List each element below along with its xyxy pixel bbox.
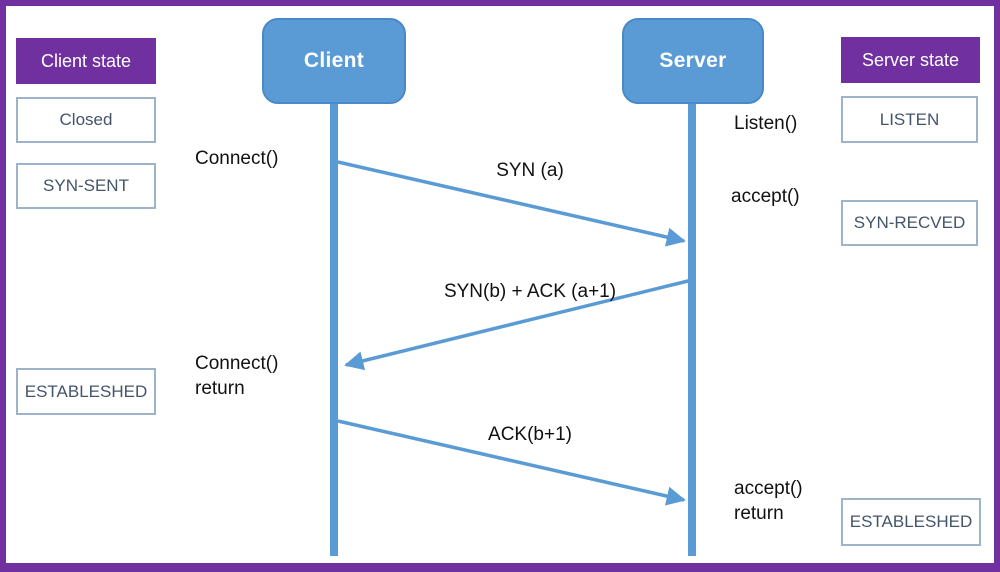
server-state-header: Server state (841, 37, 980, 83)
client-state-header-label: Client state (40, 50, 132, 71)
syn-message-text: SYN (a) (496, 160, 564, 181)
client-state-established-label: ESTABLESHED (24, 381, 148, 401)
server-state-listen-label: LISTEN (879, 109, 940, 129)
listen-call-text: Listen() (734, 113, 798, 134)
accept-call-text: accept() (731, 186, 800, 207)
ack-message-text: ACK(b+1) (488, 424, 572, 445)
syn-ack-message-text: SYN(b) + ACK (a+1) (443, 281, 617, 302)
client-state-established: ESTABLESHED (16, 368, 156, 415)
server-state-established: ESTABLESHED (841, 498, 981, 546)
accept-return-line1: accept() (734, 478, 803, 499)
server-actor-label: Server (659, 49, 727, 72)
server-state-syn-recved: SYN-RECVED (841, 200, 978, 246)
client-state-closed: Closed (16, 97, 156, 143)
syn-ack-arrow (344, 278, 693, 371)
accept-return-label: accept() return (734, 476, 803, 526)
listen-call-label: Listen() (734, 111, 797, 136)
syn-message-label: SYN (a) (440, 160, 620, 182)
server-state-header-label: Server state (861, 49, 960, 70)
connect-call-text: Connect() (195, 148, 279, 169)
server-actor-box: Server (622, 18, 764, 104)
client-state-header: Client state (16, 38, 156, 84)
connect-return-line2: return (195, 378, 245, 399)
sequence-lines-layer (330, 102, 696, 556)
server-state-listen: LISTEN (841, 96, 978, 143)
client-actor-label: Client (303, 49, 365, 72)
syn-ack-message-label: SYN(b) + ACK (a+1) (400, 281, 660, 303)
client-actor-box: Client (262, 18, 406, 104)
connect-return-label: Connect() return (195, 351, 278, 401)
ack-message-label: ACK(b+1) (440, 424, 620, 446)
accept-call-label: accept() (731, 184, 800, 209)
server-state-established-label: ESTABLESHED (849, 512, 973, 531)
client-state-syn-sent: SYN-SENT (16, 163, 156, 209)
connect-return-line1: Connect() (195, 353, 279, 374)
accept-return-line2: return (734, 503, 784, 524)
syn-arrow (337, 160, 686, 247)
client-state-closed-label: Closed (59, 110, 113, 129)
connect-call-label: Connect() (195, 146, 278, 171)
server-state-syn-recved-label: SYN-RECVED (853, 213, 966, 232)
ack-arrow (337, 419, 686, 506)
client-state-syn-sent-label: SYN-SENT (43, 176, 129, 195)
